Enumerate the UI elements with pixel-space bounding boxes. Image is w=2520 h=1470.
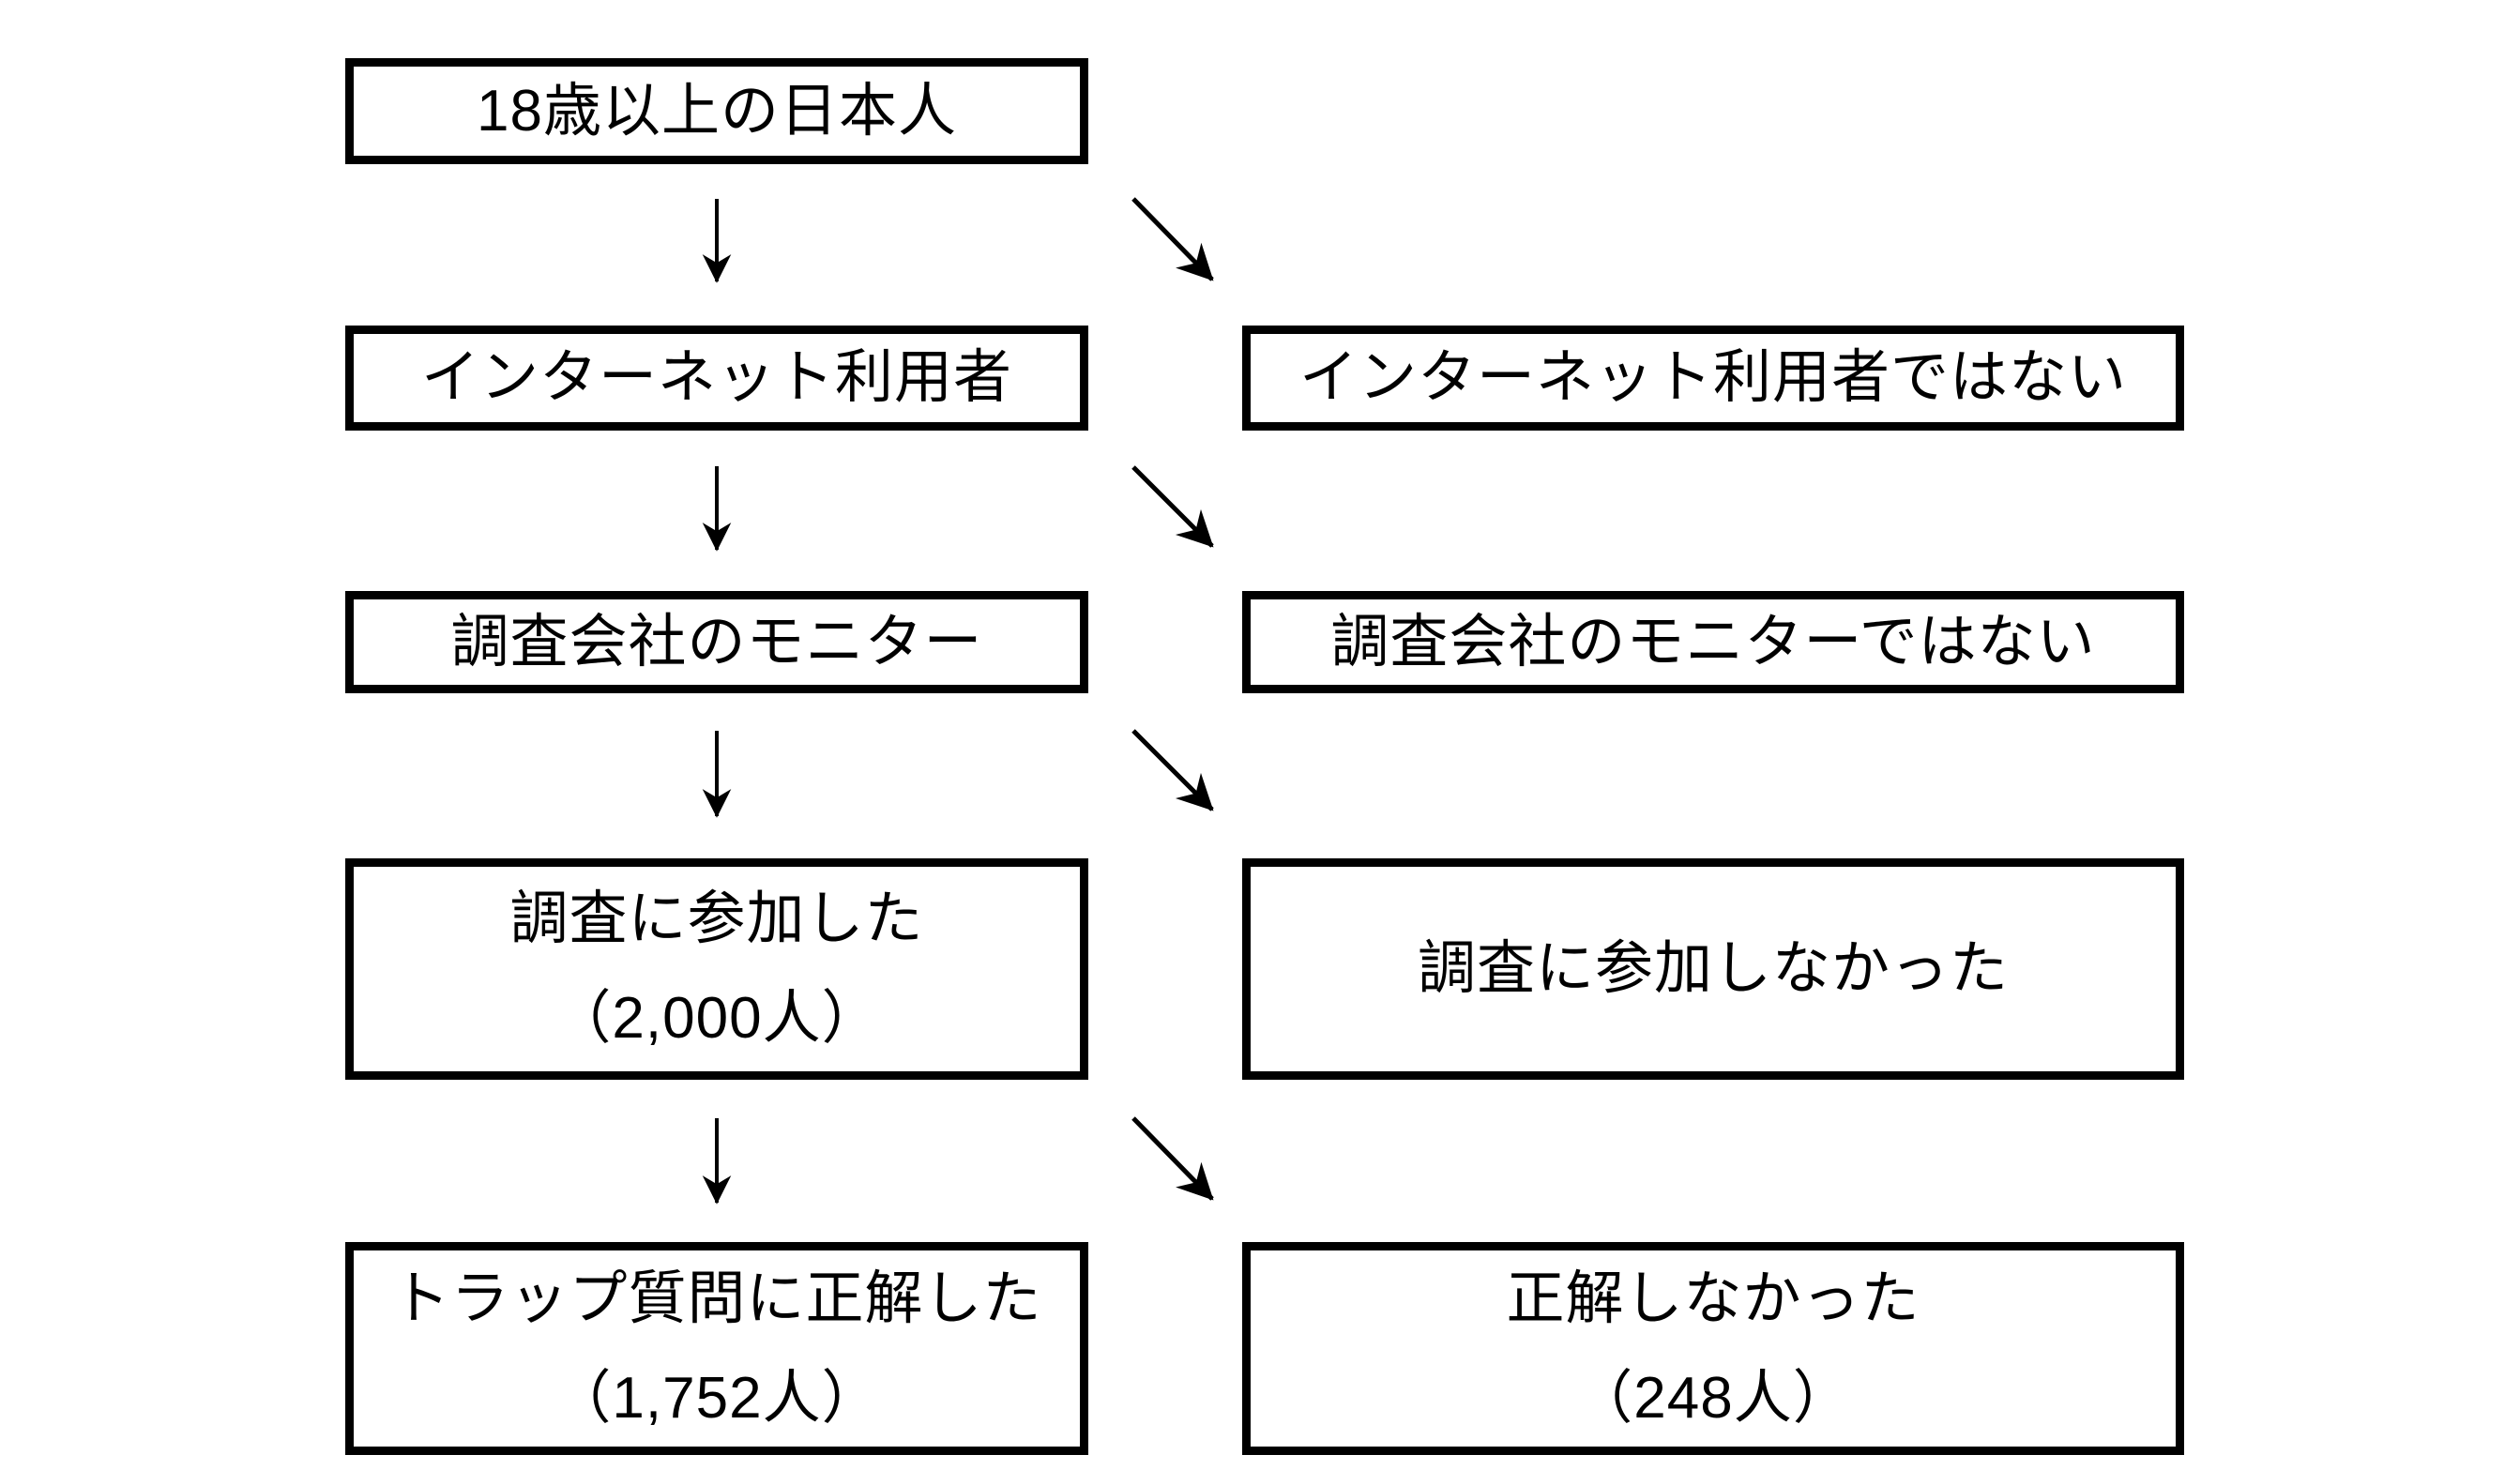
node-participated: 調査に参加した （2,000人） [345, 858, 1088, 1080]
node-label: 調査会社のモニターではない [1330, 609, 2096, 674]
arrow-branch-4 [1131, 1116, 1214, 1201]
node-count: （248人） [1574, 1365, 1852, 1431]
node-label: トラップ質問に正解した [391, 1265, 1042, 1331]
node-count: （1,752人） [553, 1365, 881, 1431]
node-japanese-adults: 18歳以上の日本人 [345, 58, 1088, 164]
node-trap-incorrect: 正解しなかった （248人） [1242, 1242, 2184, 1455]
node-label: 正解しなかった [1506, 1265, 1920, 1331]
node-not-participated: 調査に参加しなかった [1242, 858, 2184, 1080]
node-label: 調査に参加しなかった [1417, 936, 2009, 1001]
node-not-internet-user: インターネット利用者ではない [1242, 326, 2184, 431]
node-label: 調査に参加した [509, 887, 924, 951]
node-label: 18歳以上の日本人 [477, 78, 957, 144]
arrow-branch-1 [1131, 197, 1214, 281]
node-survey-monitor: 調査会社のモニター [345, 591, 1088, 693]
node-not-survey-monitor: 調査会社のモニターではない [1242, 591, 2184, 693]
arrow-branch-2 [1131, 465, 1214, 548]
node-label: 調査会社のモニター [450, 609, 983, 674]
node-label: インターネット利用者 [420, 345, 1012, 410]
node-trap-correct: トラップ質問に正解した （1,752人） [345, 1242, 1088, 1455]
node-label: インターネット利用者ではない [1298, 345, 2127, 410]
arrow-branch-3 [1131, 729, 1214, 811]
node-internet-user: インターネット利用者 [345, 326, 1088, 431]
node-count: （2,000人） [553, 986, 881, 1051]
